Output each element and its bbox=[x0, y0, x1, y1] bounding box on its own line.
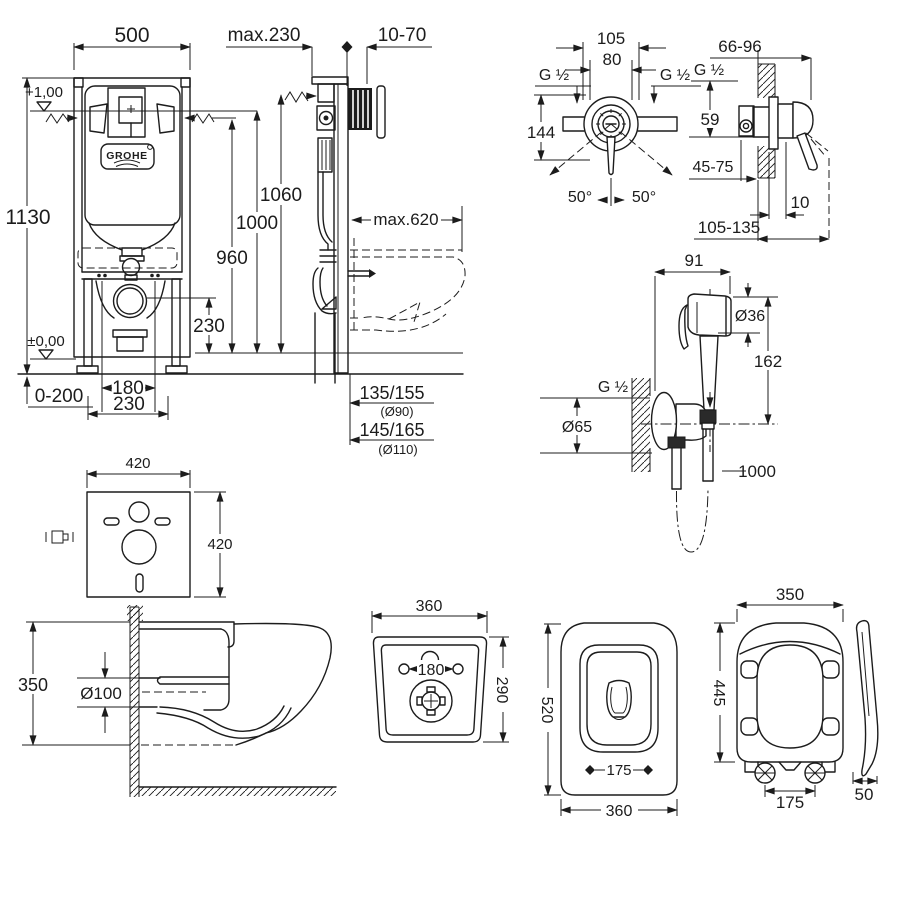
cistern-frame-front-view: 500 1130 +1,00 GROHE ±0,00 0-200 bbox=[5, 24, 464, 420]
level-zero-label: ±0,00 bbox=[27, 333, 64, 350]
rear-drain-circle bbox=[409, 679, 453, 723]
dim-mixer-trim: 10 bbox=[791, 193, 810, 212]
dim-rosette-diameter: Ø65 bbox=[562, 419, 592, 436]
toilet-side-view: 350 Ø100 bbox=[14, 606, 337, 797]
dim-mixer-width: 105 bbox=[597, 29, 625, 48]
dim-top-depth: 520 bbox=[538, 697, 555, 724]
rear-outline bbox=[372, 636, 488, 743]
dim-seat-width: 350 bbox=[776, 585, 804, 604]
dim-leg-range: 0-200 bbox=[35, 386, 84, 407]
cistern-tank bbox=[84, 85, 181, 226]
mixer-side-thread-label: G ½ bbox=[694, 62, 724, 79]
dim-shower-reach: 91 bbox=[685, 251, 704, 270]
dim-bowl-drain: Ø100 bbox=[80, 684, 122, 703]
dim-mixer-height: 144 bbox=[527, 123, 555, 142]
dim-bowl-height: 350 bbox=[18, 675, 48, 695]
shower-thread-label: G ½ bbox=[598, 379, 628, 396]
dim-hose-length: 1000 bbox=[738, 462, 776, 481]
dim-rear-holes: 180 bbox=[418, 662, 445, 679]
dim-finish-range: 10-70 bbox=[378, 25, 427, 46]
panel-outline bbox=[86, 491, 191, 598]
hose-nut-outlet bbox=[667, 436, 686, 449]
dim-seat-depth: 445 bbox=[710, 680, 727, 707]
seat-opening bbox=[756, 644, 824, 749]
seat-outline bbox=[736, 622, 844, 763]
dim-1060: 1060 bbox=[260, 185, 302, 206]
service-opening bbox=[77, 247, 178, 269]
dim-shower-height: 162 bbox=[754, 352, 782, 371]
dim-panel-width: 420 bbox=[125, 455, 150, 472]
flush-bend bbox=[121, 257, 141, 277]
shower-handle bbox=[699, 335, 719, 411]
hose-nut-handle bbox=[699, 409, 717, 424]
fastener-icon bbox=[45, 530, 74, 544]
dim-mixer-depth: 66-96 bbox=[718, 37, 761, 56]
mixer-knob bbox=[792, 101, 814, 139]
dim-drain1: 135/155 bbox=[359, 383, 424, 403]
mixer-side-lever bbox=[796, 132, 818, 171]
dim-rear-width: 360 bbox=[416, 598, 443, 615]
dim-top-holes: 175 bbox=[606, 762, 631, 779]
bracket-rosette bbox=[650, 391, 678, 451]
seat-bolts bbox=[754, 762, 826, 784]
dim-drain-offset: 230 bbox=[113, 394, 145, 415]
drain-outlet bbox=[112, 283, 148, 319]
dim-seat-holes: 175 bbox=[776, 793, 804, 812]
level-top-label: +1,00 bbox=[25, 84, 63, 101]
frame-outline bbox=[73, 77, 191, 358]
flush-access-box bbox=[107, 87, 146, 138]
shower-head bbox=[687, 293, 732, 337]
dim-frame-height: 1130 bbox=[5, 206, 50, 229]
bowl-profile bbox=[138, 621, 332, 746]
dim-1000: 1000 bbox=[236, 213, 278, 234]
dim-swing-left: 50° bbox=[568, 189, 592, 206]
dim-mixer-recess: 45-75 bbox=[693, 159, 734, 176]
dim-drain2: 145/165 bbox=[359, 420, 424, 440]
brand-logo: GROHE bbox=[106, 150, 148, 162]
dim-drain2-pipe: (Ø110) bbox=[378, 442, 418, 457]
toilet-top-view: 520 175 360 bbox=[538, 622, 678, 820]
dim-mixer-lever-reach: 105-135 bbox=[698, 218, 760, 237]
cistern-frame-side-view: max.230 10-70 max.620 135/155 (Ø90) 145/… bbox=[226, 25, 466, 457]
dim-mixer-offset: 59 bbox=[701, 110, 720, 129]
dim-top-width: 360 bbox=[606, 803, 633, 820]
thread-right-label: G ½ bbox=[660, 67, 690, 84]
hose-curve bbox=[675, 488, 709, 553]
registered-mark-icon bbox=[147, 144, 153, 150]
mixer-side-view: 66-96 G ½ 59 45-75 10 105-135 bbox=[689, 37, 830, 243]
top-drain bbox=[606, 679, 632, 718]
dim-rear-height: 290 bbox=[493, 677, 510, 704]
actuation-plate bbox=[376, 85, 386, 139]
seat-view: 350 175 445 50 bbox=[710, 585, 879, 812]
dim-frame-width: 500 bbox=[114, 24, 149, 47]
dim-stud-spacing: 180 bbox=[112, 378, 144, 399]
dim-960: 960 bbox=[216, 248, 248, 269]
bowl-dashed-outline bbox=[350, 238, 466, 332]
dim-panel-height: 420 bbox=[207, 536, 232, 553]
brand-plate bbox=[100, 143, 155, 170]
thread-left-label: G ½ bbox=[539, 67, 569, 84]
seat-profile bbox=[855, 619, 879, 777]
dim-head-diameter: Ø36 bbox=[735, 308, 765, 325]
dim-bowl-depth: max.620 bbox=[373, 210, 438, 229]
dim-outlet-height: 230 bbox=[193, 316, 225, 337]
dim-mixer-ports: 80 bbox=[603, 50, 622, 69]
mixer-lever bbox=[606, 136, 616, 176]
wall-bracket bbox=[675, 403, 707, 441]
toilet-rear-view: 180 360 290 bbox=[371, 598, 512, 743]
dim-swing-right: 50° bbox=[632, 189, 656, 206]
dim-seat-thickness: 50 bbox=[855, 785, 874, 804]
shower-trigger bbox=[678, 304, 689, 350]
dim-frame-depth: max.230 bbox=[228, 25, 301, 46]
dim-drain1-pipe: (Ø90) bbox=[380, 404, 413, 419]
hand-shower-view: 91 Ø36 162 G ½ Ø65 1000 bbox=[540, 251, 786, 553]
mixer-front-view: 105 80 G ½ G ½ 144 50° 50° bbox=[523, 29, 701, 206]
sound-insulation-panel-view: 420 420 bbox=[45, 455, 237, 621]
top-outline bbox=[560, 622, 678, 796]
